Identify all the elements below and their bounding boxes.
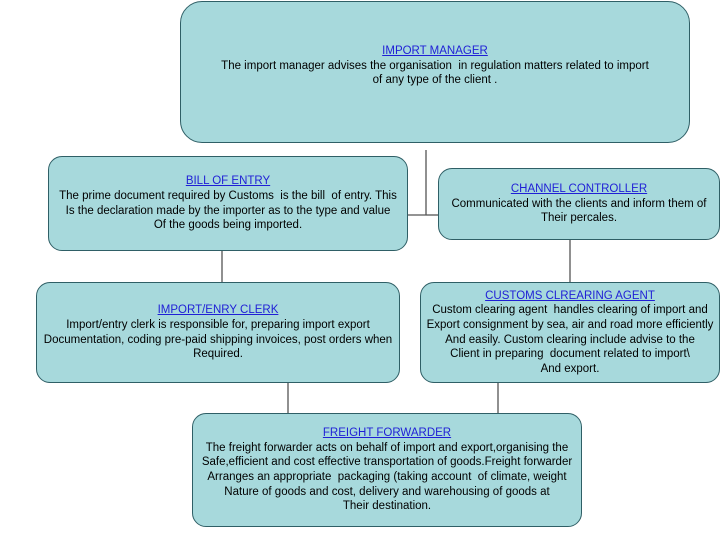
freight-forwarder-text-line: Their destination. <box>342 500 432 513</box>
import-manager-text-line: of any type of the client . <box>372 74 498 87</box>
freight-forwarder-text-line: Safe,efficient and cost effective transp… <box>201 456 573 469</box>
freight-forwarder-title: FREIGHT FORWARDER <box>322 427 452 440</box>
customs-clearing-agent-text-line: And export. <box>540 362 600 375</box>
import-entry-clerk-text-line: Import/entry clerk is responsible for, p… <box>66 318 370 331</box>
import-entry-clerk-box: IMPORT/ENRY CLERK Import/entry clerk is … <box>36 282 400 383</box>
customs-clearing-agent-text-line: And easily. Custom clearing include advi… <box>445 333 695 346</box>
import-manager-text-line: The import manager advises the organisat… <box>221 59 649 72</box>
import-entry-clerk-text-line: Required. <box>193 348 243 361</box>
bill-of-entry-text-line: Is the declaration made by the importer … <box>65 204 391 217</box>
import-entry-clerk-title: IMPORT/ENRY CLERK <box>157 304 279 317</box>
import-manager-title: IMPORT MANAGER <box>382 45 488 57</box>
bill-of-entry-text-line: Of the goods being imported. <box>153 219 303 232</box>
freight-forwarder-box: FREIGHT FORWARDER The freight forwarder … <box>192 413 582 527</box>
freight-forwarder-text-line: Arranges an appropriate packaging (takin… <box>207 471 567 483</box>
channel-controller-text-line: Their percales. <box>540 212 618 225</box>
customs-clearing-agent-text-line: Client in preparing document related to … <box>450 348 690 361</box>
channel-controller-text-line: Communicated with the clients and inform… <box>451 197 707 210</box>
freight-forwarder-text-line: The freight forwarder acts on behalf of … <box>205 441 569 454</box>
channel-controller-box: CHANNEL CONTROLLER Communicated with the… <box>438 168 720 240</box>
bill-of-entry-box: BILL OF ENTRY The prime document require… <box>48 156 408 251</box>
import-manager-box: IMPORT MANAGER The import manager advise… <box>180 1 690 143</box>
customs-clearing-agent-title: CUSTOMS CLREARING AGENT <box>485 289 655 302</box>
channel-controller-title: CHANNEL CONTROLLER <box>510 183 648 196</box>
bill-of-entry-text-line: The prime document required by Customs i… <box>59 189 397 202</box>
customs-clearing-agent-text-line: Custom clearing agent handles clearing o… <box>432 304 708 317</box>
customs-clearing-agent-box: CUSTOMS CLREARING AGENT Custom clearing … <box>420 282 720 383</box>
freight-forwarder-text-line: Nature of goods and cost, delivery and w… <box>224 485 550 498</box>
customs-clearing-agent-text-line: Export consignment by sea, air and road … <box>426 318 714 331</box>
import-entry-clerk-text-line: Documentation, coding pre-paid shipping … <box>43 333 393 346</box>
bill-of-entry-title: BILL OF ENTRY <box>185 175 271 188</box>
